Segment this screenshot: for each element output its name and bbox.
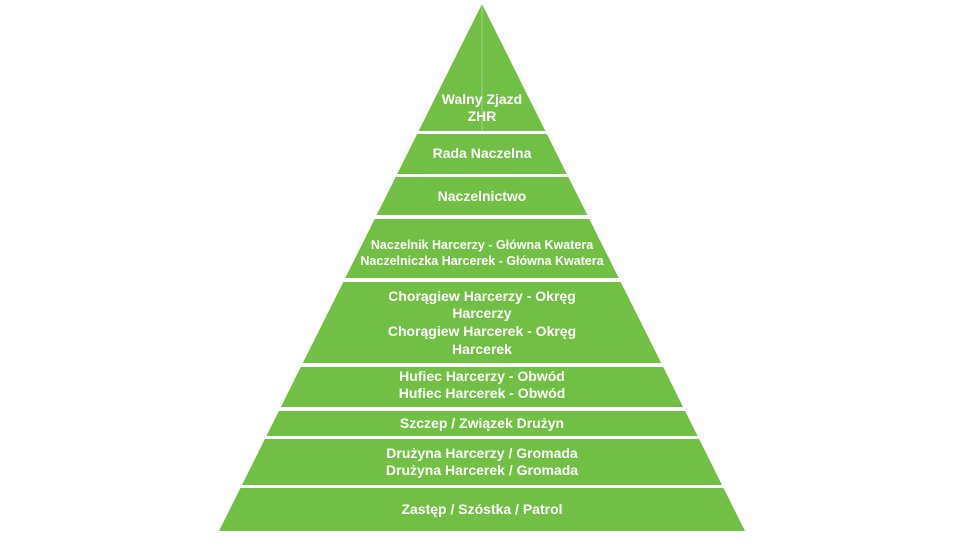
pyramid-level-9: [219, 488, 745, 531]
pyramid-level-8: [242, 439, 722, 485]
pyramid-level-2: [397, 134, 567, 174]
pyramid-level-5: [302, 282, 662, 363]
pyramid-level-4: [345, 219, 619, 278]
pyramid-level-1: [418, 4, 546, 131]
pyramid-level-6: [280, 367, 684, 407]
pyramid-level-7: [266, 411, 698, 436]
pyramid-level-3: [376, 177, 588, 215]
